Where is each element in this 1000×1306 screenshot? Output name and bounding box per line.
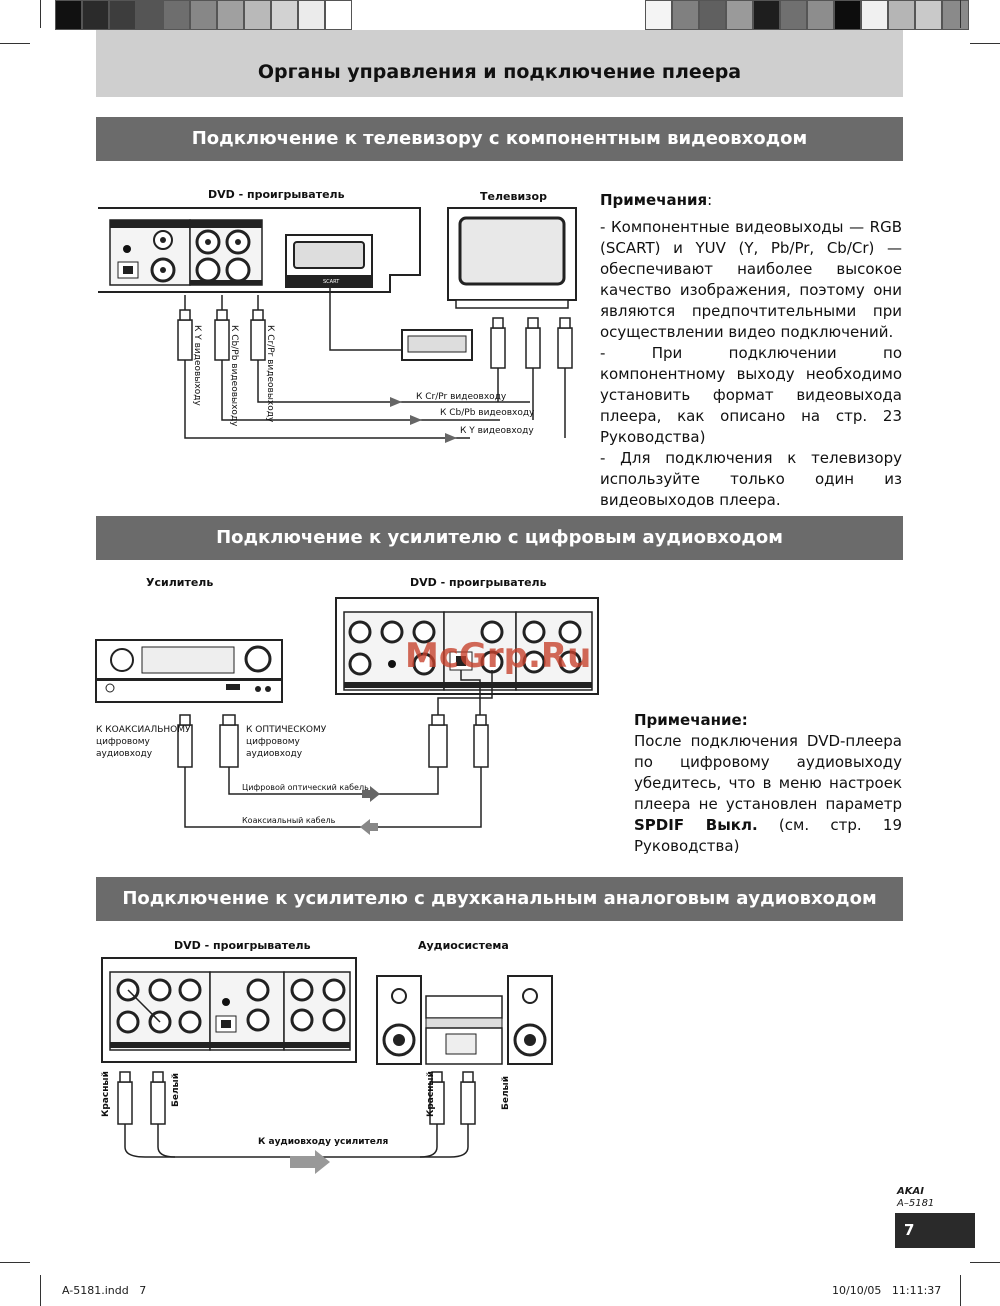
notes-heading-colon: :: [707, 191, 713, 209]
note-text: После подключения DVD-плеера по цифровом…: [634, 732, 902, 813]
coax-in-label-3: аудиовходу: [96, 749, 153, 759]
diagram-tv-connection: SCART DVD - проигрыватель Телевизор К Y …: [90, 180, 590, 450]
cr-in-label: К Cr/Pr видеовходу: [416, 392, 507, 402]
notes-tv: Примечания: - Компонентные видеовыходы —…: [600, 190, 902, 511]
crop-mark: [970, 1262, 1000, 1263]
dvd-player-label: DVD - проигрыватель: [208, 188, 345, 201]
coax-cable-label: Коаксиальный кабель: [242, 816, 336, 825]
audio-system-label: Аудиосистема: [418, 939, 509, 952]
dvd-player-label: DVD - проигрыватель: [174, 939, 311, 952]
red-label: Красный: [426, 1071, 436, 1117]
scart-label: SCART: [323, 279, 340, 285]
note-item: - Для подключения к телевизору используй…: [600, 449, 902, 509]
note-bold: SPDIF Выкл.: [634, 816, 758, 834]
color-swatches-left: [55, 0, 352, 30]
color-swatch: [163, 0, 190, 30]
section-title-analog: Подключение к усилителю с двухканальным …: [96, 877, 903, 921]
opt-in-label-3: аудиовходу: [246, 749, 303, 759]
note-tail: (см. стр. 19 Руководства): [634, 816, 902, 855]
optical-cable-label: Цифровой оптический кабель: [242, 783, 369, 792]
diagram-digital-audio: Усилитель DVD - проигрыватель К КОАКСИАЛ…: [90, 570, 610, 840]
color-swatch: [942, 0, 969, 30]
crop-mark: [960, 1275, 961, 1306]
to-amp-label: К аудиовходу усилителя: [258, 1137, 388, 1147]
page-number: 7: [895, 1213, 975, 1248]
color-swatch: [672, 0, 699, 30]
white-label: Белый: [171, 1073, 181, 1107]
amp-label: Усилитель: [146, 576, 213, 589]
color-swatch: [109, 0, 136, 30]
color-swatch: [726, 0, 753, 30]
color-swatch: [271, 0, 298, 30]
footer-file: A-5181.indd 7: [62, 1284, 147, 1297]
color-swatch: [834, 0, 861, 30]
section-title-digital: Подключение к усилителю с цифровым аудио…: [96, 516, 903, 560]
y-in-label: К Y видеовходу: [460, 426, 534, 436]
opt-in-label-1: К ОПТИЧЕСКОМУ: [246, 725, 327, 735]
dvd-player-label: DVD - проигрыватель: [410, 576, 547, 589]
white-label: Белый: [501, 1076, 511, 1110]
page-title: Органы управления и подключение плеера: [96, 30, 903, 97]
color-swatch: [753, 0, 780, 30]
cr-out-label: К Cr/Pr видеовыходу: [265, 325, 275, 423]
diagram-analog-audio: DVD - проигрыватель Аудиосистема Красный…: [90, 932, 570, 1177]
color-swatch: [645, 0, 672, 30]
color-swatches-right: [645, 0, 969, 30]
cb-in-label: К Cb/Pb видеовходу: [440, 408, 535, 418]
crop-mark: [970, 43, 1000, 44]
color-swatch: [699, 0, 726, 30]
color-swatch: [780, 0, 807, 30]
color-swatch: [325, 0, 352, 30]
coax-in-label-2: цифровому: [96, 737, 150, 747]
color-swatch: [55, 0, 82, 30]
footer-date: 10/10/05 11:11:37: [832, 1284, 942, 1297]
note-digital: Примечание: После подключения DVD-плеера…: [634, 710, 902, 857]
color-swatch: [915, 0, 942, 30]
section-title-tv: Подключение к телевизору с компонентным …: [96, 117, 903, 161]
color-swatch: [217, 0, 244, 30]
tv-label: Телевизор: [480, 190, 547, 203]
note-item: - При подключении по компонентному выход…: [600, 344, 902, 446]
notes-heading: Примечания: [600, 191, 708, 209]
color-swatch: [190, 0, 217, 30]
coax-in-label-1: К КОАКСИАЛЬНОМУ: [96, 725, 191, 735]
cb-out-label: К Cb/Pb видеовыходу: [229, 325, 239, 427]
color-swatch: [244, 0, 271, 30]
opt-in-label-2: цифровому: [246, 737, 300, 747]
model-number: A–5181: [897, 1198, 935, 1209]
color-swatch: [82, 0, 109, 30]
note-item: - Компонентные видеовыходы — RGB (SCART)…: [600, 218, 902, 341]
brand-logo: AKAI: [897, 1186, 924, 1197]
color-swatch: [888, 0, 915, 30]
y-out-label: К Y видеовыходу: [192, 325, 202, 406]
red-label: Красный: [101, 1071, 111, 1117]
crop-mark: [0, 1262, 30, 1263]
color-swatch: [861, 0, 888, 30]
watermark: McGrp.Ru: [405, 636, 592, 676]
crop-mark: [40, 1275, 41, 1306]
crop-mark: [0, 43, 30, 44]
color-swatch: [136, 0, 163, 30]
crop-mark: [40, 0, 41, 28]
note-heading: Примечание:: [634, 711, 748, 729]
color-swatch: [298, 0, 325, 30]
color-swatch: [807, 0, 834, 30]
crop-mark: [960, 0, 961, 28]
